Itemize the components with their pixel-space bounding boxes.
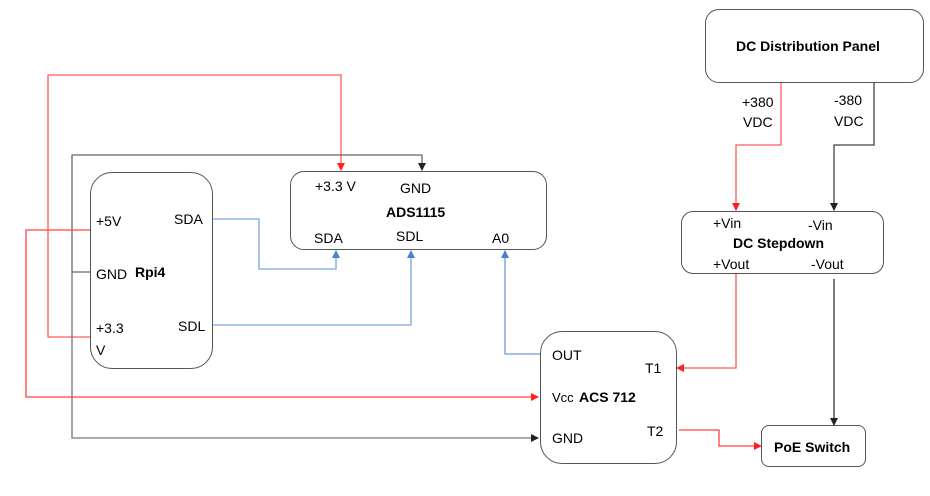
ads-pin-sda: SDA bbox=[314, 230, 343, 246]
wire-rpi-sda-to-ads-sda bbox=[212, 218, 340, 270]
rpi-pin-3v3-unit: V bbox=[96, 342, 106, 358]
stepdown-pin-vin-pos: +Vin bbox=[713, 215, 742, 231]
wire-rpi-3v3-to-ads-3v3 bbox=[47, 74, 345, 338]
acs712-block bbox=[540, 331, 677, 464]
stepdown-title: DC Stepdown bbox=[733, 235, 824, 251]
rpi4-block bbox=[90, 172, 213, 369]
wire-panel-pos-to-stepdown-vin bbox=[732, 82, 782, 211]
ads-pin-sdl: SDL bbox=[396, 228, 424, 244]
stepdown-pin-vout-pos: +Vout bbox=[713, 256, 750, 272]
dc-panel-pos-unit: VDC bbox=[743, 114, 773, 130]
acs-pin-out: OUT bbox=[552, 347, 582, 363]
wire-acs-t2-to-poe bbox=[679, 429, 762, 450]
acs-pin-t2: T2 bbox=[647, 423, 664, 439]
poe-switch-block bbox=[761, 425, 866, 467]
rpi-pin-sdl: SDL bbox=[178, 318, 206, 334]
dc-panel-neg-unit: VDC bbox=[834, 113, 864, 129]
ads-title: ADS1115 bbox=[386, 204, 446, 220]
rpi-pin-gnd: GND bbox=[96, 266, 128, 282]
dc-panel-neg-voltage: -380 bbox=[834, 92, 863, 108]
rpi-title: Rpi4 bbox=[135, 264, 166, 280]
wire-rpi-sdl-to-ads-sdl bbox=[212, 250, 415, 326]
stepdown-pin-vin-neg: -Vin bbox=[808, 217, 833, 233]
acs-title: ACS 712 bbox=[579, 389, 636, 405]
rpi-pin-5v: +5V bbox=[96, 213, 122, 229]
dc-distribution-panel-block bbox=[705, 9, 924, 83]
rpi-pin-sda: SDA bbox=[174, 211, 203, 227]
ads-pin-gnd: GND bbox=[400, 180, 432, 196]
acs-pin-t1: T1 bbox=[645, 360, 662, 376]
acs-pin-vcc: Vcc bbox=[552, 390, 574, 405]
dc-panel-title: DC Distribution Panel bbox=[736, 38, 880, 54]
dc-panel-pos-voltage: +380 bbox=[742, 94, 774, 110]
wire-rpi-gnd-to-ads-gnd bbox=[71, 154, 426, 272]
wire-panel-neg-to-stepdown-vin bbox=[830, 82, 875, 211]
stepdown-pin-vout-neg: -Vout bbox=[811, 256, 844, 272]
wire-rpi-gnd-to-acs-gnd bbox=[71, 272, 539, 442]
wire-rpi-5v-to-acs-vcc bbox=[25, 229, 539, 401]
acs-pin-gnd: GND bbox=[552, 430, 584, 446]
rpi-pin-3v3: +3.3 bbox=[96, 320, 124, 336]
dc-stepdown-block bbox=[681, 211, 884, 274]
wire-acs-out-to-ads-a0 bbox=[501, 250, 541, 355]
ads1115-block bbox=[290, 171, 547, 250]
poe-switch-title: PoE Switch bbox=[774, 439, 851, 455]
ads-pin-a0: A0 bbox=[492, 230, 510, 246]
wire-stepdown-vout-to-acs-t1 bbox=[676, 273, 737, 372]
ads-pin-3v3: +3.3 V bbox=[315, 178, 356, 194]
